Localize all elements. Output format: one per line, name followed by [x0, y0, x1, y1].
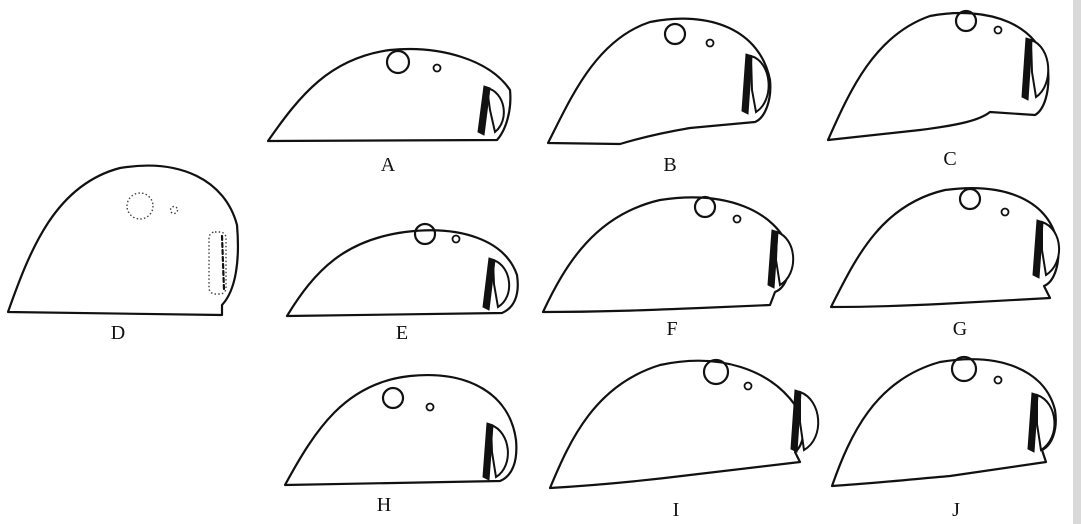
eye-icon: [958, 187, 982, 211]
panel-label: I: [673, 499, 680, 521]
panel-j: J: [830, 355, 1057, 521]
lens-outline: [749, 54, 770, 114]
head-outline: [830, 358, 1057, 488]
ocellus-icon: [993, 375, 1003, 385]
mandible-bar: [1027, 392, 1039, 453]
panel-label: E: [396, 322, 408, 344]
mandible-bar: [1032, 219, 1044, 279]
eye-icon: [381, 386, 405, 410]
ocellus-icon: [993, 25, 1003, 35]
panel-e: E: [285, 222, 519, 344]
mandible-bar: [741, 53, 753, 115]
panel-label: H: [377, 494, 391, 516]
head-outline: [285, 229, 519, 318]
panel-c: C: [826, 9, 1050, 170]
head-outline: [541, 196, 792, 314]
eye-icon: [413, 222, 437, 246]
lens-outline: [1036, 393, 1056, 452]
head-outline: [283, 374, 518, 487]
panel-b: B: [546, 17, 772, 176]
ocellus-icon: [705, 38, 715, 48]
eye-icon: [702, 358, 730, 386]
panel-f: F: [541, 195, 795, 340]
panel-label: G: [953, 318, 967, 340]
panel-g: G: [829, 187, 1061, 340]
eye-icon: [385, 49, 411, 75]
head-outline: [6, 164, 240, 317]
lens-outline: [489, 423, 509, 479]
panel-label: F: [666, 318, 677, 340]
panel-h: H: [283, 374, 518, 516]
mandible-bar: [482, 422, 494, 481]
lens-outline: [491, 258, 511, 309]
eye-icon: [954, 9, 978, 33]
lens-outline: [799, 390, 820, 452]
panel-label: C: [943, 148, 956, 170]
panel-i: I: [548, 358, 820, 521]
ocellus-icon: [425, 402, 435, 412]
lens-outline: [485, 86, 505, 134]
panel-d: D: [6, 164, 240, 344]
eye-icon: [663, 22, 687, 46]
lens-outline: [1029, 38, 1050, 99]
mandible-bar: [1021, 37, 1033, 101]
ocellus-icon: [451, 234, 461, 244]
head-outline: [826, 12, 1050, 142]
head-outline: [266, 48, 512, 143]
ocellus-icon: [743, 381, 753, 391]
eye-icon: [950, 355, 978, 383]
ocellus-icon: [732, 214, 742, 224]
ocellus-icon: [1000, 207, 1010, 217]
head-outline: [548, 359, 805, 490]
lens-outline: [1041, 220, 1061, 277]
panel-a: A: [266, 48, 512, 176]
eye-icon: [693, 195, 717, 219]
panel-label: B: [663, 154, 676, 176]
mandible-bar: [790, 389, 802, 453]
lens-outline: [774, 230, 795, 287]
ocellus-icon: [432, 63, 442, 73]
scan-edge: [1073, 0, 1081, 524]
panel-label: A: [381, 154, 396, 176]
head-outline: [829, 187, 1060, 309]
mandible-bar: [767, 229, 779, 289]
panel-label: D: [111, 322, 125, 344]
mandible-bar: [477, 85, 491, 136]
panel-label: J: [952, 499, 960, 521]
mandible-bar: [482, 257, 496, 311]
mandible-bar: [220, 234, 226, 292]
head-outline: [546, 17, 772, 146]
ocellus-icon: [169, 205, 179, 215]
eye-icon: [126, 192, 154, 220]
